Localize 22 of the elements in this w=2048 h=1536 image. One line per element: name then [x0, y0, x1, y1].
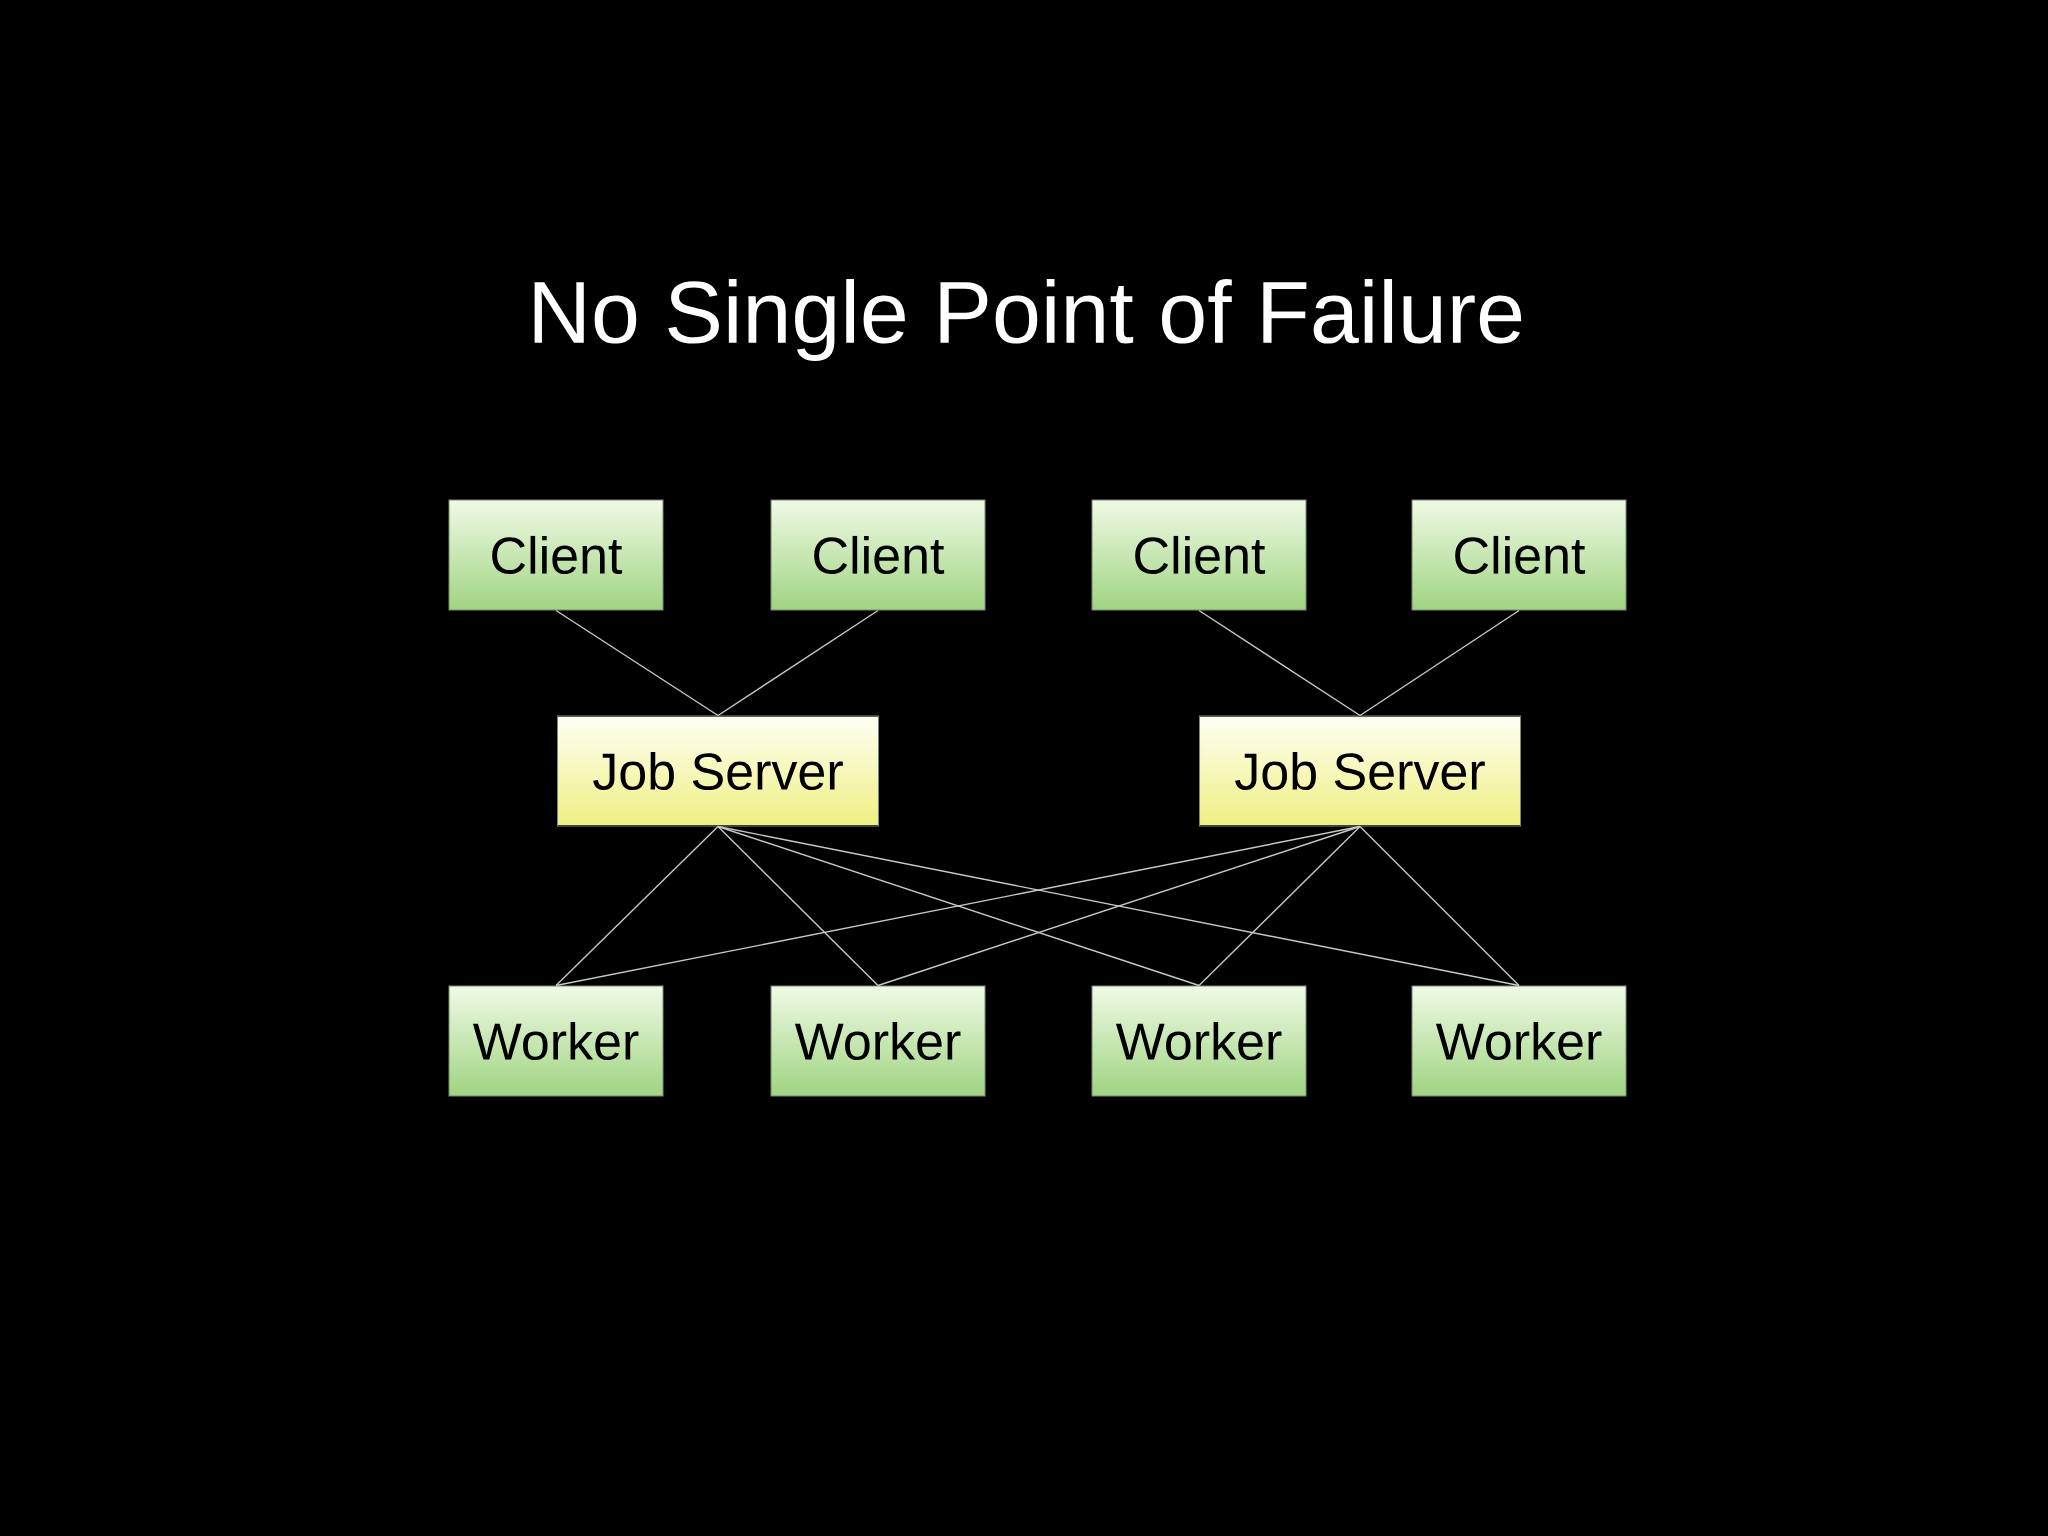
connector-line: [1359, 609, 1520, 717]
process-box: Worker: [448, 985, 664, 1097]
process-box: Worker: [1411, 985, 1627, 1097]
process-box: Client: [448, 499, 664, 611]
connector-line: [555, 825, 1361, 987]
slide-title: No Single Point of Failure: [534, 279, 1522, 361]
process-box: Worker: [770, 985, 986, 1097]
server-box: Job Server: [1199, 715, 1521, 827]
process-box: Client: [1091, 499, 1307, 611]
connector-line: [1198, 825, 1361, 987]
process-box: Client: [770, 499, 986, 611]
process-box: Client: [1411, 499, 1627, 611]
connector-line: [1359, 825, 1520, 987]
connector-line: [555, 825, 719, 987]
connector-line: [1198, 609, 1361, 717]
connector-line: [555, 609, 719, 717]
server-box: Job Server: [557, 715, 879, 827]
connector-line: [717, 825, 1520, 987]
connector-line: [717, 609, 879, 717]
connector-line: [717, 825, 879, 987]
connector-line: [877, 825, 1361, 987]
process-box: Worker: [1091, 985, 1307, 1097]
